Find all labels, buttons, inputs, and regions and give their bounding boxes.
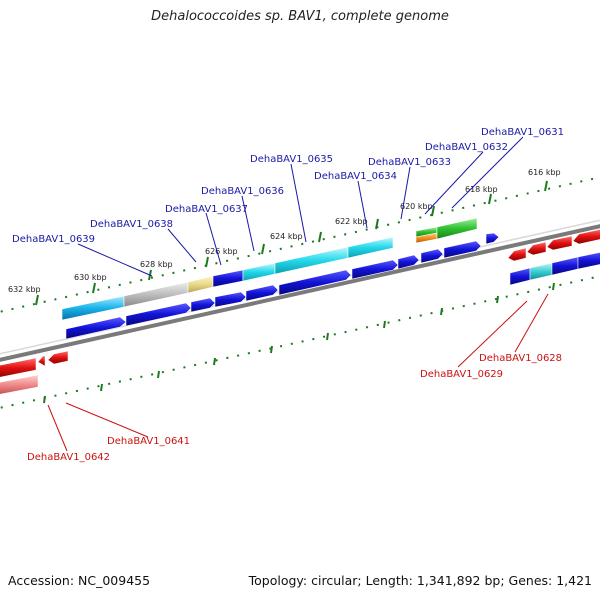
gene-label[interactable]: DehaBAV1_0629 xyxy=(420,369,503,380)
genome-summary-text: Topology: circular; Length: 1,341,892 bp… xyxy=(248,573,592,588)
gene-arrow[interactable] xyxy=(443,240,482,259)
gene-arrow[interactable] xyxy=(37,355,46,367)
scale-label: 616 kbp xyxy=(528,168,561,177)
forward-inner-track xyxy=(65,240,482,340)
scale-line-upper xyxy=(0,176,600,313)
gene-label[interactable]: DehaBAV1_0642 xyxy=(27,452,110,463)
gene-block[interactable] xyxy=(274,246,349,275)
gene-block[interactable] xyxy=(551,256,579,276)
gene-label[interactable]: DehaBAV1_0638 xyxy=(90,219,173,230)
gene-arrow[interactable] xyxy=(190,297,216,313)
scale-line-lower xyxy=(0,275,600,409)
gene-arrow[interactable] xyxy=(125,302,192,327)
gene-block[interactable] xyxy=(212,269,244,288)
gene-arrow[interactable] xyxy=(0,357,37,378)
scale-label: 624 kbp xyxy=(270,232,303,241)
forward-outer-track xyxy=(61,217,500,321)
gene-block[interactable] xyxy=(61,295,125,321)
reverse-gene-labels: DehaBAV1_0628 DehaBAV1_0629 DehaBAV1_064… xyxy=(27,353,562,463)
genome-title: Dehalococcoides sp. BAV1, complete genom… xyxy=(151,9,449,24)
gene-block[interactable] xyxy=(0,374,39,395)
scale-label: 632 kbp xyxy=(8,285,41,294)
gene-label[interactable]: DehaBAV1_0637 xyxy=(165,204,248,215)
scale-label: 626 kbp xyxy=(205,247,238,256)
reverse-right-track xyxy=(507,229,600,286)
scale-label: 618 kbp xyxy=(465,185,498,194)
gene-block[interactable] xyxy=(242,262,276,282)
gene-arrow[interactable] xyxy=(47,350,69,365)
gene-label[interactable]: DehaBAV1_0641 xyxy=(107,436,190,447)
gene-block[interactable] xyxy=(187,275,214,294)
gene-arrow[interactable] xyxy=(507,247,527,262)
gene-label[interactable]: DehaBAV1_0634 xyxy=(314,171,397,182)
gene-block[interactable] xyxy=(529,262,553,281)
scale-labels: 632 kbp 630 kbp 628 kbp 626 kbp 624 kbp … xyxy=(8,168,561,294)
reverse-leader-lines xyxy=(47,293,549,452)
gene-arrow[interactable] xyxy=(546,235,573,251)
forward-leader-lines xyxy=(77,136,524,277)
gene-label[interactable]: DehaBAV1_0631 xyxy=(481,127,564,138)
gene-arrow[interactable] xyxy=(397,254,420,270)
scale-label: 628 kbp xyxy=(140,260,173,269)
gene-arrow[interactable] xyxy=(351,259,399,280)
gene-label[interactable]: DehaBAV1_0628 xyxy=(479,353,562,364)
gene-block[interactable] xyxy=(436,217,478,240)
gene-arrow[interactable] xyxy=(572,229,600,245)
gene-arrow[interactable] xyxy=(245,284,279,302)
gene-arrow[interactable] xyxy=(65,316,127,340)
forward-gene-labels: DehaBAV1_0631 DehaBAV1_0632 DehaBAV1_063… xyxy=(12,127,564,245)
gene-label[interactable]: DehaBAV1_0636 xyxy=(201,186,284,197)
gene-block[interactable] xyxy=(509,267,531,286)
gene-arrow[interactable] xyxy=(278,269,352,296)
leader-line xyxy=(514,293,549,353)
gene-arrow[interactable] xyxy=(526,241,547,256)
gene-block[interactable] xyxy=(347,236,394,259)
gene-block[interactable] xyxy=(123,281,189,308)
scale-major-ticks-upper xyxy=(35,180,548,306)
gene-label[interactable]: DehaBAV1_0639 xyxy=(12,234,95,245)
gene-block[interactable] xyxy=(577,252,600,270)
genome-axis xyxy=(0,224,600,362)
gene-arrow[interactable] xyxy=(214,291,247,308)
gene-label[interactable]: DehaBAV1_0632 xyxy=(425,142,508,153)
scale-label: 622 kbp xyxy=(335,217,368,226)
scale-label: 620 kbp xyxy=(400,202,433,211)
leader-line xyxy=(451,136,524,209)
scale-major-ticks-lower xyxy=(43,282,555,404)
gene-label[interactable]: DehaBAV1_0635 xyxy=(250,154,333,165)
accession-text: Accession: NC_009455 xyxy=(8,573,151,588)
scale-label: 630 kbp xyxy=(74,273,107,282)
gene-arrow[interactable] xyxy=(420,248,444,264)
gene-arrow[interactable] xyxy=(485,232,500,245)
reverse-left-track xyxy=(0,350,69,395)
gene-label[interactable]: DehaBAV1_0633 xyxy=(368,157,451,168)
